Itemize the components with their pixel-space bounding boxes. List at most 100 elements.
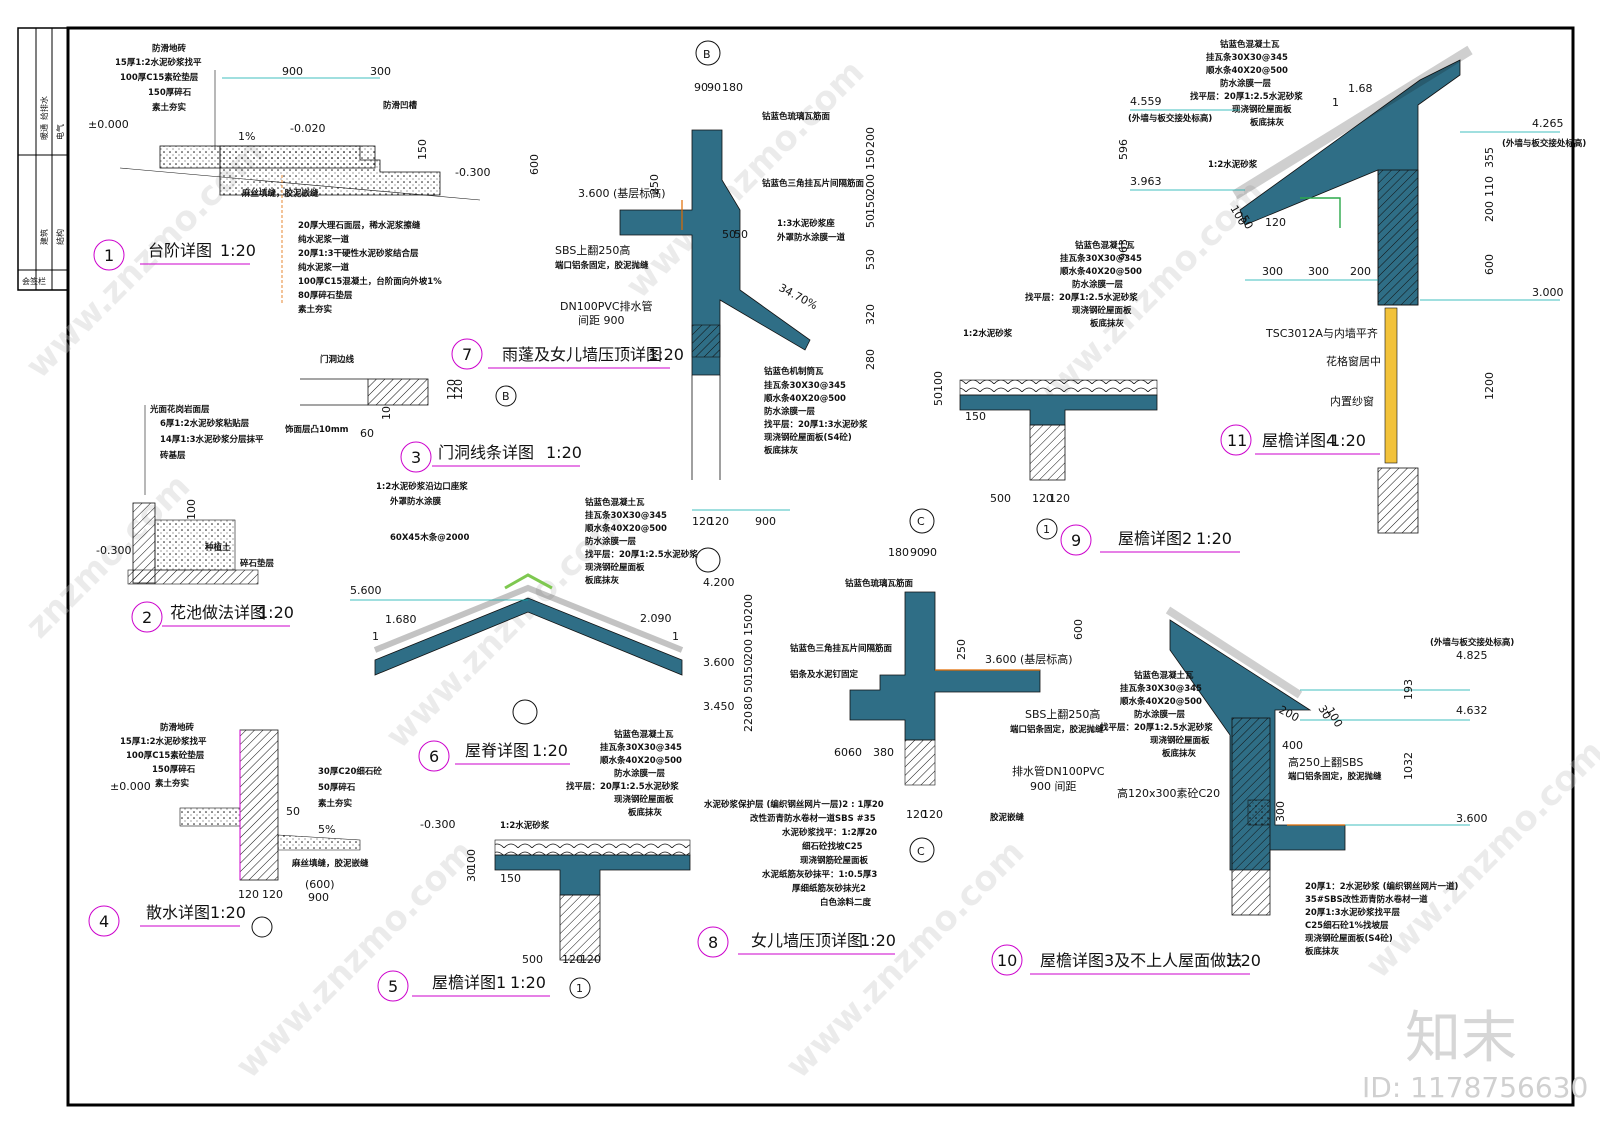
watermark-id: ID: 1178756630 xyxy=(1362,1071,1588,1104)
d10-dim-5: 300 xyxy=(1274,801,1287,822)
axis-b-3: B xyxy=(502,390,510,403)
d6-layer-7: 板底抹灰 xyxy=(585,575,620,586)
d2-level: -0.300 xyxy=(96,544,131,557)
detail-7: B 90 90 180 钴蓝色琉璃瓦筋面 钴蓝色三角挂瓦片间隔筋面 1:3水泥砂… xyxy=(451,40,877,528)
d1-layer2-6: 80厚碎石垫层 xyxy=(298,290,353,301)
d11-layer-3: 顺水条40X20@500 xyxy=(1206,65,1288,76)
d8-layer-8: 白色涂料二度 xyxy=(820,897,872,908)
d1-dim-150: 150 xyxy=(416,139,429,160)
d4-level-0: ±0.000 xyxy=(110,780,151,793)
d2-layer-4: 砖基层 xyxy=(160,450,186,461)
d6-slope-1: 1.680 xyxy=(385,613,417,626)
d8-right-1: SBS上翻250高 xyxy=(1025,707,1100,721)
d5-dim-3: 120 xyxy=(580,953,601,966)
d2-title: 花池做法详图 xyxy=(170,603,266,622)
d10-layer-3: 顺水条40X20@500 xyxy=(1120,696,1202,707)
d11-level-5: (外墙与板交接处标高) xyxy=(1502,138,1586,149)
d10-right-1: 高250上翻SBS xyxy=(1288,755,1363,769)
d11-window-1: TSC3012A与内墙平齐 xyxy=(1265,326,1378,340)
d11-slope-2: 1 xyxy=(1332,96,1339,109)
d9-num: 9 xyxy=(1071,531,1081,550)
d1-dim-300: 300 xyxy=(370,65,391,78)
d1-layer-2: 15厚1:2水泥砂浆找平 xyxy=(115,57,202,68)
d10-right-2: 端口铝条固定，胶泥抛缝 xyxy=(1288,771,1382,782)
d6-layer-2: 挂瓦条30X30@345 xyxy=(585,510,667,521)
d7-slope: 34.70% xyxy=(777,281,820,312)
d6-title: 屋脊详图 xyxy=(465,741,529,760)
d11-dimb-1: 300 xyxy=(1262,265,1283,278)
d10-level-2: 4.632 xyxy=(1456,704,1488,717)
d7-dimb-2: 120 xyxy=(708,515,729,528)
d10-layer-1: 钴蓝色混凝土瓦 xyxy=(1134,670,1194,681)
d11-dimb-2: 300 xyxy=(1308,265,1329,278)
d7-dimt-3: 180 xyxy=(722,81,743,94)
d11-dimr-3: 110 xyxy=(1483,176,1496,197)
d11-layer-5: 找平层：20厚1:2.5水泥砂浆 xyxy=(1190,91,1303,102)
d11-dimr-1: 355 xyxy=(1483,147,1496,168)
d4-dim-1: 120 xyxy=(238,888,259,901)
detail-1: 900 300 150 防滑地砖 15厚1:2水泥砂浆找平 100厚C15素砼垫… xyxy=(88,43,490,315)
d7-layer-6: 现浇钢砼屋面板(S4砼) xyxy=(764,432,852,443)
d4-level-1: -0.300 xyxy=(420,818,455,831)
d10-layer-5: 找平层：20厚1:2.5水泥砂浆 xyxy=(1100,722,1213,733)
d5-dim-1: 500 xyxy=(522,953,543,966)
d1-layer-1: 防滑地砖 xyxy=(152,43,187,54)
d8-scale: 1:20 xyxy=(860,931,896,950)
d8-dim-5: 120 xyxy=(922,808,943,821)
d10-beam: 高120x300素砼C20 xyxy=(1117,786,1220,800)
d11-mortar: 1:2水泥砂浆 xyxy=(1208,159,1258,170)
d11-layer-6: 现浇钢砼屋面板 xyxy=(1232,104,1292,115)
d7-layer-7: 板底抹灰 xyxy=(764,445,799,456)
d1-scale: 1:20 xyxy=(220,241,256,260)
axis-1-9: 1 xyxy=(1043,523,1050,536)
d7-layer-2: 挂瓦条30X30@345 xyxy=(764,380,846,391)
d8-layer-3: 水泥砂浆找平：1:2厚20 xyxy=(781,827,877,838)
d6-layer-3: 顺水条40X20@500 xyxy=(585,523,667,534)
d8-dim-7: 600 xyxy=(1072,619,1085,640)
axis-1-5: 1 xyxy=(576,982,583,995)
d7-dimt-1: 90 xyxy=(694,81,708,94)
d1-layer2-7: 素土夯实 xyxy=(298,304,333,315)
d5-layer-6: 现浇钢砼屋面板 xyxy=(614,794,674,805)
d5-mortar: 1:2水泥砂浆 xyxy=(500,820,550,831)
d8-dimt-2: 90 xyxy=(910,546,924,559)
d10-dim-7: 30 xyxy=(1315,703,1333,722)
d1-num: 1 xyxy=(104,246,114,265)
d7-diml-4: 50 xyxy=(734,228,748,241)
d4-slope: 5% xyxy=(318,823,335,836)
d8-right-4: 900 间距 xyxy=(1030,780,1077,793)
d8-layer-6: 水泥纸筋灰砂抹平：1:0.5厚3 xyxy=(761,869,877,880)
d6-layer-4: 防水涂膜一层 xyxy=(585,536,637,547)
d5-layer-2: 挂瓦条30X30@345 xyxy=(600,742,682,753)
d8-layer-5: 现浇钢筋砼屋面板 xyxy=(800,855,869,866)
detail-6: 1:2水泥砂浆沿边口座浆 外罩防水涂膜 60X45木条@2000 钴蓝色混凝土瓦… xyxy=(350,481,698,772)
d7-dimr-3: 200 xyxy=(864,174,877,195)
d11-dimr-4: 600 xyxy=(1483,254,1496,275)
d2-dim: 100 xyxy=(185,499,198,520)
side-row-4: 建筑 xyxy=(39,229,49,245)
d11-layer-2: 挂瓦条30X30@345 xyxy=(1206,52,1288,63)
d3-dim-1: 120 xyxy=(445,379,458,400)
axis-b-7: B xyxy=(703,48,711,61)
d7-dimr-2: 150 xyxy=(864,149,877,170)
d6-slope-3: 1 xyxy=(372,630,379,643)
d2-note-2: 碎石垫层 xyxy=(240,558,275,569)
d8-title: 女儿墙压顶详图 xyxy=(751,931,863,950)
d2-layer-3: 14厚1:3水泥砂浆分层抹平 xyxy=(160,434,264,445)
d6-top-1: 1:2水泥砂浆沿边口座浆 xyxy=(376,481,468,492)
d8-dim-6: 250 xyxy=(955,639,968,660)
d10-bottom-5: 现浇钢砼屋面板(S4砼) xyxy=(1305,933,1393,944)
d7-left-3: DN100PVC排水管 xyxy=(560,299,653,313)
d10-layer-2: 挂瓦条30X30@345 xyxy=(1120,683,1202,694)
d3-dim-2: 120 xyxy=(452,379,465,400)
d2-note-1: 种植土 xyxy=(204,542,231,553)
d10-layer-6: 现浇钢砼屋面板 xyxy=(1150,735,1210,746)
d6-num: 6 xyxy=(429,747,439,766)
detail-9: 1:2水泥砂浆 钴蓝色混凝土瓦 挂瓦条30X30@345 顺水条40X20@50… xyxy=(932,240,1240,556)
side-row-2: 暖通 xyxy=(39,124,49,140)
d2-scale: 1:20 xyxy=(258,603,294,622)
detail-5: 1:2水泥砂浆 钴蓝色混凝土瓦 挂瓦条30X30@345 顺水条40X20@50… xyxy=(377,729,691,1002)
d4-dim-2: 120 xyxy=(262,888,283,901)
d3-label-2: 饰面层凸10mm xyxy=(285,424,349,435)
d11-dimb-3: 200 xyxy=(1350,265,1371,278)
